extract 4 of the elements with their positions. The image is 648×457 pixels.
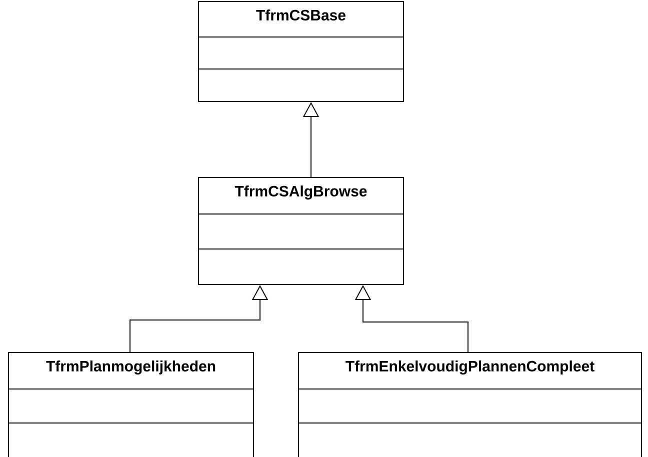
class-box: TfrmPlanmogelijkheden (8, 352, 254, 457)
class-box: TfrmCSBase (198, 1, 404, 102)
class-box: TfrmEnkelvoudigPlannenCompleet (298, 352, 642, 457)
class-box: TfrmCSAlgBrowse (198, 177, 404, 285)
